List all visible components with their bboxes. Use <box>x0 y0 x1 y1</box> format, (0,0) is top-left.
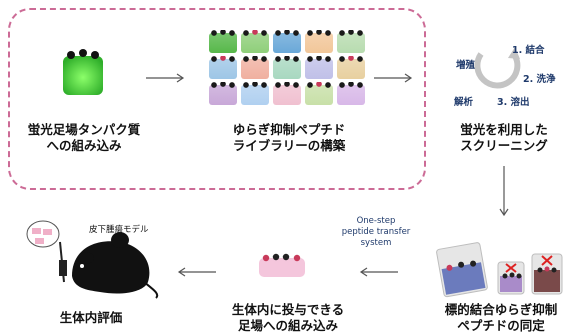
library-tile <box>241 82 269 105</box>
library-tile <box>305 30 333 53</box>
scaffold-caption: 蛍光足場タンパク質 への組み込み <box>27 122 141 153</box>
binding-peptide-caption: 標的結合ゆらぎ抑制 ペプチドの同定 <box>444 302 558 333</box>
invivo-caption: 生体内評価 <box>59 310 123 325</box>
library-tile <box>337 30 365 53</box>
peptide-library-grid <box>209 30 365 105</box>
step-amplify: 増殖 <box>456 60 476 71</box>
transfer-caption: 生体内に投与できる 足場への組み込み <box>231 302 345 333</box>
library-tile <box>273 56 301 79</box>
fluorescent-scaffold-protein <box>62 48 104 96</box>
scaffold-with-peptide <box>258 252 306 282</box>
library-tile <box>209 56 237 79</box>
library-tile <box>273 30 301 53</box>
library-caption: ゆらぎ抑制ペプチド ライブラリーの構築 <box>232 122 346 153</box>
library-tile <box>209 30 237 53</box>
library-tile <box>209 82 237 105</box>
arrow-left-icon <box>358 262 398 281</box>
library-tile <box>305 82 333 105</box>
library-tile <box>241 30 269 53</box>
step-bind: 1. 結合 <box>512 45 545 56</box>
arrow-right-icon <box>374 68 414 87</box>
screening-caption: 蛍光を利用した スクリーニング <box>460 122 548 153</box>
arrow-right-icon <box>146 68 186 87</box>
library-tile <box>337 82 365 105</box>
library-tile <box>337 56 365 79</box>
library-tile <box>273 82 301 105</box>
step-analysis: 解析 <box>454 97 474 108</box>
tumor-model-label: 皮下腫瘍モデル <box>89 225 149 235</box>
library-tile <box>305 56 333 79</box>
screening-cycle-icon <box>471 44 525 98</box>
library-construction-region <box>8 8 426 190</box>
step-wash: 2. 洗浄 <box>523 74 556 85</box>
target-binding-assay <box>436 240 566 302</box>
library-tile <box>241 56 269 79</box>
mouse-model-illustration <box>22 220 162 304</box>
step-elute: 3. 溶出 <box>497 97 530 108</box>
transfer-system-label: One-step peptide transfer system <box>341 216 411 248</box>
arrow-down-icon <box>499 166 509 222</box>
arrow-left-icon <box>176 262 216 281</box>
